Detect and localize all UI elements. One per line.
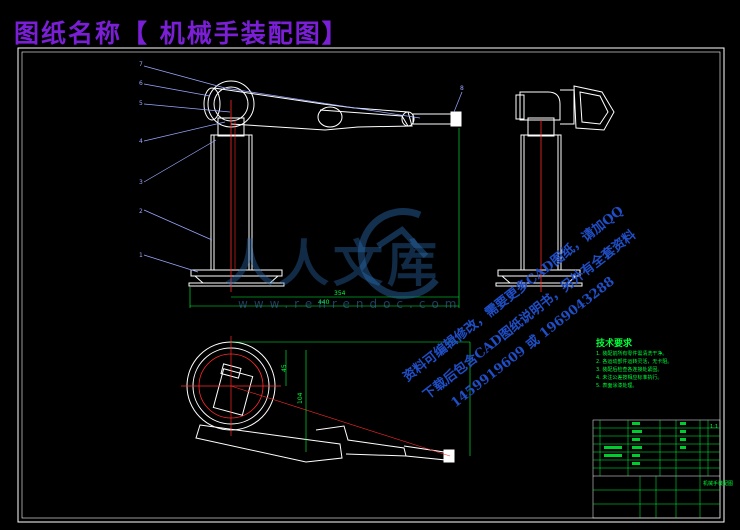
- leader-number: 2: [139, 208, 143, 215]
- top-view: [181, 336, 455, 463]
- tech-requirement-item: 2. 各运动部件运转灵活，无卡阻。: [596, 359, 673, 365]
- watermark-logo-icon: [357, 208, 439, 300]
- tech-requirement-item: 3. 装配后检查各连接处紧固。: [596, 367, 663, 373]
- tech-requirement-item: 4. 未注公差按相应标准执行。: [596, 375, 663, 381]
- outer-frame: [17, 47, 725, 523]
- leader-numbers: 7 6 5 4 3 2 1 8: [139, 61, 464, 259]
- title-block-fills: [604, 422, 686, 465]
- inner-frame: [21, 51, 721, 519]
- title-block-scale: 1:1: [710, 424, 719, 430]
- watermark-brand: 人人文库: [225, 234, 441, 293]
- title-block-drawing-name: 机械手装配图: [703, 481, 734, 487]
- tech-requirements-heading: 技术要求: [596, 339, 633, 349]
- tech-requirement-item: 1. 装配前所有零件需清洗干净。: [596, 351, 668, 357]
- leader-number: 7: [139, 61, 143, 68]
- leader-number: 6: [139, 80, 143, 87]
- dimension-354: 354: [334, 290, 346, 297]
- top-dimensions: [231, 341, 471, 456]
- leader-lines: [143, 65, 463, 273]
- side-view: [495, 85, 615, 292]
- dimension-45: 45: [281, 364, 288, 372]
- leader-number: 3: [139, 179, 143, 186]
- drawing-title: 图纸名称【 机械手装配图】: [14, 19, 349, 48]
- watermark-site: www.renrendoc.com: [238, 297, 463, 311]
- leader-number: 1: [139, 252, 143, 259]
- front-dimensions: [189, 128, 460, 308]
- front-view: [188, 80, 462, 292]
- title-block: [592, 419, 721, 519]
- tech-requirement-item: 5. 表面涂漆处理。: [596, 383, 638, 389]
- leader-number: 5: [139, 100, 143, 107]
- dimension-104: 104: [297, 392, 304, 404]
- dimension-440: 440: [318, 299, 330, 306]
- tech-requirements-list: 1. 装配前所有零件需清洗干净。 2. 各运动部件运转灵活，无卡阻。 3. 装配…: [596, 350, 701, 390]
- leader-number: 4: [139, 138, 143, 145]
- leader-number: 8: [460, 85, 464, 92]
